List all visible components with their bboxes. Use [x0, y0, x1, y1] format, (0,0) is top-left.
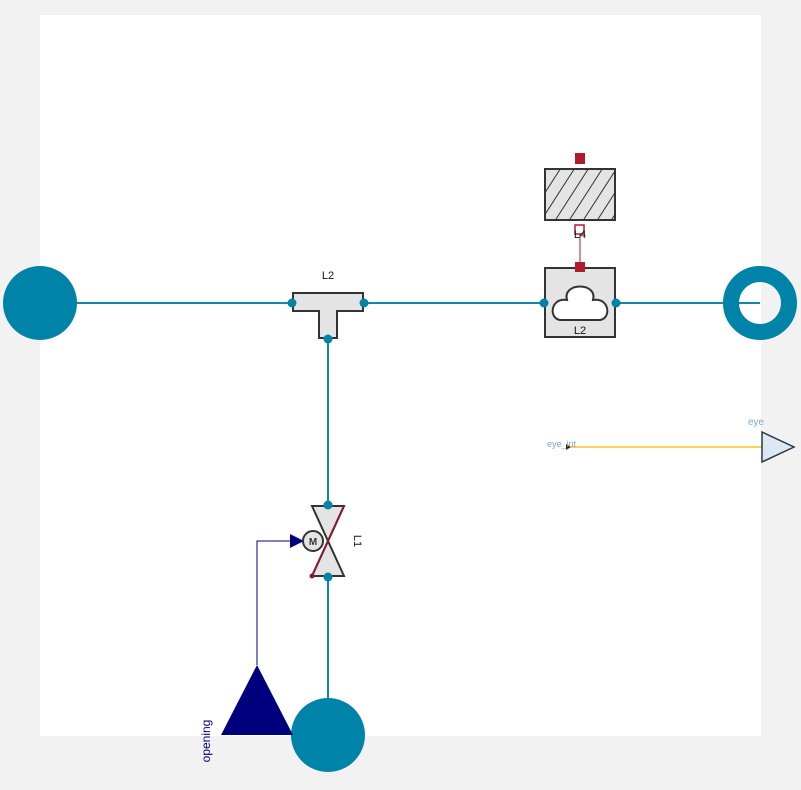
heat-source-hatch [545, 169, 615, 220]
heat-source-label: L4 [574, 229, 586, 241]
heat-source-border [544, 168, 616, 221]
valve-label: L1 [351, 535, 363, 547]
fluid-port-b[interactable] [723, 266, 797, 340]
valve-motor-letter: M [309, 537, 317, 548]
wire-opening-to-valve[interactable] [256, 540, 290, 665]
eye-int-connector[interactable] [566, 444, 571, 450]
heat-source[interactable]: L4 [521, 153, 650, 241]
valve-opening-indicator [311, 505, 345, 577]
tee-port-right[interactable] [359, 298, 369, 308]
pump-port-inlet[interactable] [539, 298, 549, 308]
tee-port-left[interactable] [287, 298, 297, 308]
valve-signal-input-arrow[interactable] [290, 534, 304, 548]
pump-clover-icon [551, 285, 609, 321]
fluid-port-c[interactable] [291, 698, 365, 772]
connections [40, 302, 760, 735]
valve-port-top[interactable] [323, 500, 333, 510]
valve-indicator-dot [309, 573, 315, 579]
opening-label: opening [199, 720, 213, 763]
pump-port-outlet[interactable] [611, 298, 621, 308]
pump-heat-port[interactable] [575, 262, 585, 272]
pump-label: L2 [574, 325, 586, 337]
drawing-area [40, 15, 761, 736]
valve-motor-icon [302, 530, 324, 552]
heat-source-port-top[interactable] [575, 153, 585, 164]
tee-label: L2 [322, 270, 334, 282]
valve-port-bottom[interactable] [323, 572, 333, 582]
eye-int-label: eye_int [547, 439, 577, 449]
eye-output-triangle[interactable] [761, 430, 796, 464]
tee-junction[interactable]: L2 [287, 270, 369, 344]
motor-valve[interactable]: M L1 [302, 500, 363, 582]
tee-port-bottom[interactable] [323, 334, 333, 344]
opening-input[interactable]: opening [199, 665, 293, 762]
heat-source-port-bottom[interactable] [574, 224, 585, 235]
opening-input-triangle[interactable] [221, 665, 293, 735]
pump[interactable]: L2 [539, 262, 621, 338]
eye-label: eye [748, 417, 765, 428]
eye-output[interactable]: eye_int eye [547, 417, 796, 464]
fluid-port-a[interactable] [3, 266, 77, 340]
